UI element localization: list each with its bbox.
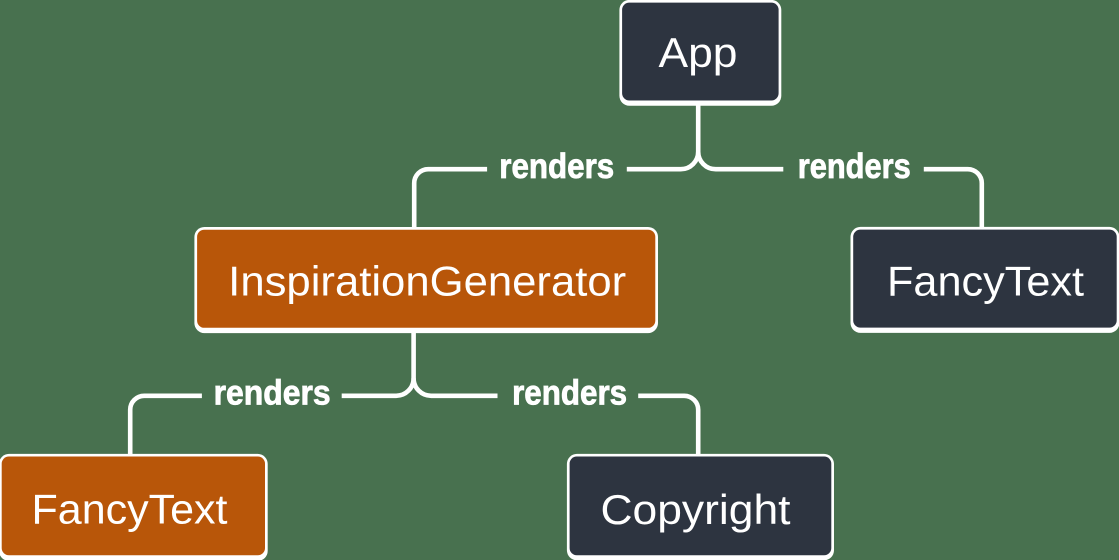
svg-text:App: App xyxy=(659,29,738,76)
svg-text:renders: renders xyxy=(512,374,627,413)
svg-text:renders: renders xyxy=(499,147,614,186)
svg-text:renders: renders xyxy=(214,374,331,413)
svg-text:renders: renders xyxy=(798,147,911,186)
svg-text:Copyright: Copyright xyxy=(601,486,791,533)
svg-text:FancyText: FancyText xyxy=(887,257,1084,304)
svg-text:FancyText: FancyText xyxy=(32,485,228,532)
svg-text:InspirationGenerator: InspirationGenerator xyxy=(228,257,626,304)
